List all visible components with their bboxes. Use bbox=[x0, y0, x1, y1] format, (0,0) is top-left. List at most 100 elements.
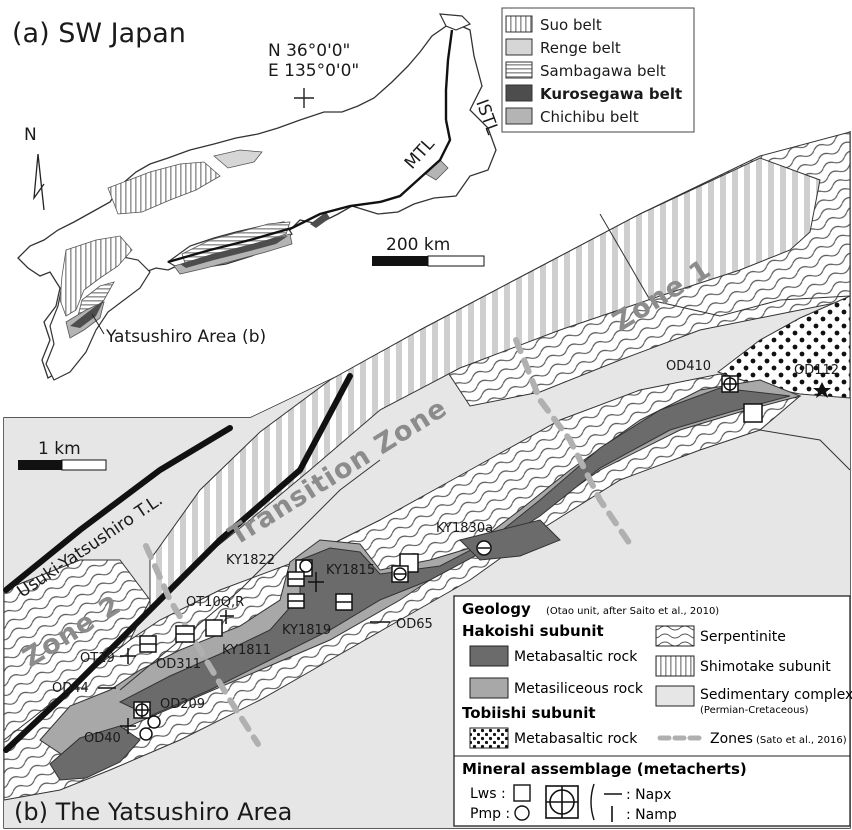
sample-label-ot10qr: OT10Q,R bbox=[186, 595, 244, 610]
legend-chichibu: Chichibu belt bbox=[540, 108, 639, 126]
north-label: N bbox=[24, 125, 37, 145]
sample-ot19-symbol bbox=[120, 648, 136, 664]
legend-sedimentary: Sedimentary complex bbox=[700, 687, 852, 703]
legend-zones-note: (Sato et al., 2016) bbox=[756, 735, 847, 746]
legend-suo-swatch bbox=[505, 15, 533, 33]
legend-b: Geology (Otao unit, after Saito et al., … bbox=[453, 595, 852, 827]
legend-tobiishi-heading: Tobiishi subunit bbox=[462, 704, 596, 722]
sample-ky1822-symbol bbox=[308, 572, 324, 592]
coord-cross bbox=[294, 88, 314, 108]
panel-a-title: (a) SW Japan bbox=[12, 18, 186, 49]
scale-a-label: 200 km bbox=[386, 235, 450, 255]
legend-geology-heading: Geology bbox=[462, 600, 531, 618]
sample-ot10qr-symbol bbox=[205, 619, 223, 637]
scale-b-bar-dark bbox=[18, 460, 62, 470]
legend-napx: : Napx bbox=[626, 787, 671, 803]
legend-sambagawa-swatch bbox=[505, 61, 533, 79]
renge-belt-area bbox=[213, 149, 263, 169]
legend-lws-symbol bbox=[513, 784, 531, 802]
sample-od209-symbol bbox=[134, 702, 150, 718]
legend-kurosegawa-swatch bbox=[505, 84, 533, 102]
legend-metabasalt: Metabasaltic rock bbox=[514, 649, 638, 665]
legend-shimotake-swatch bbox=[655, 655, 695, 677]
legend-a: Suo belt Renge belt Sambagawa belt Kuros… bbox=[501, 7, 695, 133]
legend-geology-note: (Otao unit, after Saito et al., 2010) bbox=[546, 606, 719, 617]
legend-suo: Suo belt bbox=[540, 16, 602, 34]
scale-b-label: 1 km bbox=[38, 439, 81, 459]
sample-ot10qr-symbol bbox=[220, 610, 234, 624]
legend-sedimentary-note: (Permian-Cretaceous) bbox=[700, 705, 809, 716]
mtl-line bbox=[167, 119, 452, 264]
sample-od410-symbol bbox=[722, 376, 738, 392]
legend-tobiishi-swatch bbox=[469, 727, 509, 749]
sample-label-ky1822: KY1822 bbox=[226, 553, 275, 568]
sample-label-ky1819: KY1819 bbox=[282, 623, 331, 638]
shimotake-area bbox=[149, 157, 821, 612]
legend-namp: : Namp bbox=[626, 807, 677, 823]
legend-pmp: Pmp : bbox=[470, 806, 510, 822]
sample-label-od410: OD410 bbox=[666, 359, 711, 374]
kurosegawa-belt-area bbox=[70, 300, 104, 328]
coord-n-label: N 36°0'0" bbox=[268, 41, 350, 61]
panel-b: Usuki-Yatsushiro T.L. Zone 1 Transition … bbox=[3, 130, 852, 829]
legend-mineral-heading: Mineral assemblage (metacherts) bbox=[462, 760, 747, 778]
legend-tobiishi-metabasalt: Metabasaltic rock bbox=[514, 731, 638, 747]
coord-e-label: E 135°0'0" bbox=[268, 61, 359, 81]
kurosegawa-belt-area bbox=[310, 212, 330, 228]
legend-chichibu-swatch bbox=[505, 107, 533, 125]
fault-line bbox=[3, 425, 233, 593]
legend-sambagawa: Sambagawa belt bbox=[540, 62, 666, 80]
legend-combined-symbol bbox=[546, 786, 578, 818]
sample-lws-symbol bbox=[743, 403, 763, 423]
suo-belt-area bbox=[59, 235, 133, 317]
panel-a: (a) SW Japan ISTL MTL N 36°0'0" E 135°0'… bbox=[12, 7, 695, 381]
panel-b-title: (b) The Yatsushiro Area bbox=[14, 798, 292, 826]
geologic-boundary bbox=[759, 429, 851, 471]
kurosegawa-belt-area bbox=[180, 236, 288, 268]
north-arrow-icon bbox=[33, 153, 45, 211]
area-pointer bbox=[91, 313, 105, 335]
sample-markers bbox=[98, 375, 831, 741]
sample-label-ot19: OT19 bbox=[80, 651, 115, 666]
sample-label-od44: OD44 bbox=[52, 681, 89, 696]
sample-label-od65: OD65 bbox=[396, 617, 433, 632]
legend-metasiliceous-swatch bbox=[469, 677, 509, 699]
sample-label-ky1811: KY1811 bbox=[222, 643, 271, 658]
sample-label-od40: OD40 bbox=[84, 731, 121, 746]
scale-a-bar-dark bbox=[372, 256, 428, 266]
serpentinite-area bbox=[3, 559, 151, 742]
japan-outline bbox=[17, 21, 497, 379]
legend-hakoishi-heading: Hakoishi subunit bbox=[462, 622, 604, 640]
sample-od40-symbol bbox=[147, 715, 161, 729]
legend-serpentinite-swatch bbox=[655, 625, 695, 647]
sample-labels: OD410 OD112 KY1830a KY1822 KY1815 KY1819… bbox=[52, 359, 839, 746]
legend-lws: Lws : bbox=[470, 786, 506, 802]
metabasalt-area bbox=[49, 725, 141, 781]
sample-od40-symbol bbox=[139, 727, 153, 741]
sample-label-ky1830a: KY1830a bbox=[436, 521, 493, 536]
area-label: Yatsushiro Area (b) bbox=[105, 327, 266, 347]
sample-od112-star-icon bbox=[813, 382, 831, 398]
legend-zones: Zones bbox=[710, 731, 753, 747]
legend-renge-swatch bbox=[505, 38, 533, 56]
sample-ky1822-symbol bbox=[299, 559, 313, 573]
legend-sedimentary-swatch bbox=[655, 685, 695, 707]
fault-line bbox=[3, 373, 353, 753]
sample-label-od311: OD311 bbox=[156, 657, 201, 672]
zone-boundary-dash bbox=[143, 543, 261, 747]
suo-belt-area bbox=[107, 161, 221, 215]
scale-b-bar-light bbox=[61, 459, 107, 471]
sample-label-ky1815: KY1815 bbox=[326, 563, 375, 578]
scale-a-bar-light bbox=[427, 255, 485, 267]
sample-od40-symbol bbox=[120, 718, 136, 734]
legend-metabasalt-swatch bbox=[469, 645, 509, 667]
geologic-boundary bbox=[599, 213, 851, 317]
zone-boundary-dash bbox=[513, 337, 633, 547]
legend-shimotake: Shimotake subunit bbox=[700, 659, 831, 675]
legend-renge: Renge belt bbox=[540, 39, 621, 57]
istl-line bbox=[444, 29, 454, 120]
geologic-boundary bbox=[119, 459, 381, 691]
legend-brace bbox=[590, 783, 595, 821]
legend-pmp-symbol bbox=[514, 805, 530, 821]
